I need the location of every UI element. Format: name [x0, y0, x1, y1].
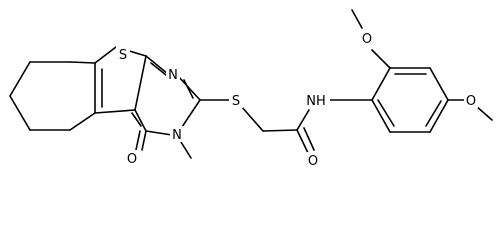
atom-nh-amide: NH: [306, 94, 326, 109]
atom-o-carbonyl-ring: O: [127, 152, 137, 167]
atom-s-thioether: S: [232, 94, 240, 109]
molecule-drawing: S N N O S NH O O O: [9, 9, 493, 169]
atom-n-ring-top: N: [168, 68, 178, 83]
dimethoxyphenyl-ring: [329, 9, 493, 133]
atom-o-methoxy-right: O: [466, 94, 476, 109]
atom-s-thiophene: S: [119, 48, 127, 63]
thioacetamide-linker: [199, 99, 315, 156]
pyrimidinone-ring: [131, 55, 201, 159]
structure-canvas: S N N O S NH O O O: [9, 9, 493, 169]
atom-n-ring-methyl: N: [172, 128, 182, 143]
atom-labels: S N N O S NH O O O: [116, 30, 478, 169]
cyclohexane-ring: [9, 61, 96, 131]
atom-o-amide: O: [308, 154, 318, 169]
atom-o-methoxy-top: O: [362, 32, 372, 47]
